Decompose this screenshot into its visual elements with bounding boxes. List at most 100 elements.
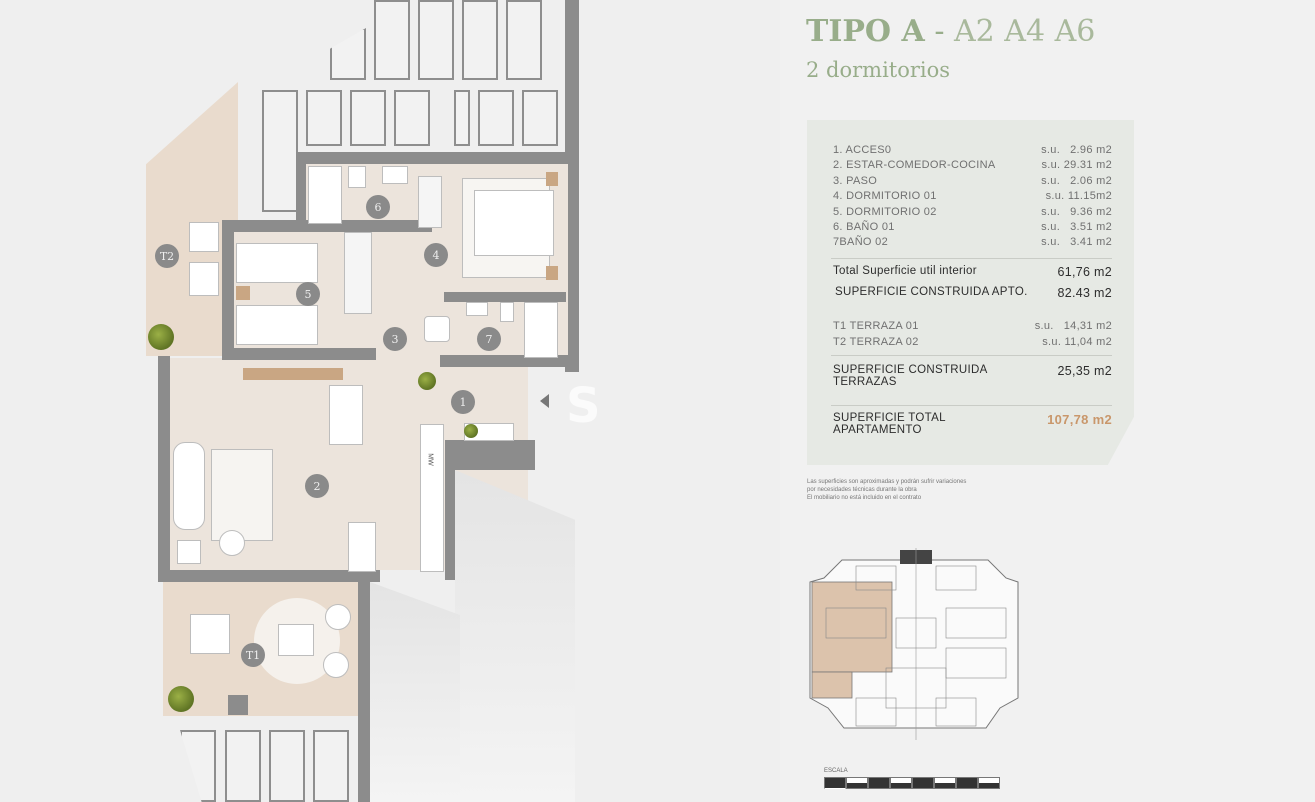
parking-slot bbox=[418, 0, 454, 80]
divider bbox=[831, 258, 1112, 259]
parking-slot bbox=[478, 90, 514, 146]
armchair bbox=[325, 604, 351, 630]
parking-slot bbox=[462, 0, 498, 80]
dining-table bbox=[329, 385, 363, 445]
exterior-wall bbox=[565, 0, 579, 372]
room-label: 7BAÑO 02 bbox=[833, 236, 888, 248]
sideboard bbox=[243, 368, 343, 380]
room-area: s.u. 3.51 m2 bbox=[1041, 221, 1112, 233]
single-bed bbox=[236, 243, 318, 283]
room-area: s.u. 2.06 m2 bbox=[1041, 175, 1112, 187]
parking-slot bbox=[262, 90, 298, 212]
room-area: s.u. 11.15m2 bbox=[1045, 190, 1112, 202]
nightstand bbox=[546, 266, 558, 280]
triangle-left-icon bbox=[540, 394, 549, 408]
room-label: 2. ESTAR-COMEDOR-COCINA bbox=[833, 159, 996, 171]
room-badge-4: 4 bbox=[424, 243, 448, 267]
single-bed bbox=[236, 305, 318, 345]
shower bbox=[524, 302, 558, 358]
room-row: 3. PASO s.u. 2.06 m2 bbox=[833, 175, 1112, 187]
plant-icon bbox=[148, 324, 174, 350]
room-area: s.u. 3.41 m2 bbox=[1041, 236, 1112, 248]
wall bbox=[296, 152, 306, 222]
side-table bbox=[177, 540, 201, 564]
parking-slot bbox=[394, 90, 430, 146]
wall bbox=[440, 355, 568, 367]
wall bbox=[158, 356, 170, 578]
terrace-table bbox=[190, 614, 230, 654]
divider bbox=[831, 405, 1112, 406]
parking-area-bottom bbox=[160, 720, 360, 802]
parking-slot bbox=[313, 730, 349, 802]
parking-slot bbox=[506, 0, 542, 80]
room-label: 3. PASO bbox=[833, 175, 878, 187]
room-badge-t2: T2 bbox=[155, 244, 179, 268]
room-badge-3: 3 bbox=[383, 327, 407, 351]
wall bbox=[222, 348, 376, 360]
type-label: TIPO A bbox=[806, 14, 925, 49]
wall bbox=[222, 220, 432, 232]
toilet bbox=[500, 302, 514, 322]
page-title: TIPO A - A2 A4 A6 bbox=[806, 14, 1095, 49]
wall bbox=[445, 440, 455, 580]
shower bbox=[308, 166, 342, 224]
room-area: s.u. 29.31 m2 bbox=[1041, 159, 1112, 171]
room-badge-7: 7 bbox=[477, 327, 501, 351]
plant-icon bbox=[418, 372, 436, 390]
watermark-logo: S bbox=[566, 378, 601, 434]
room-row: 7BAÑO 02 s.u. 3.41 m2 bbox=[833, 236, 1112, 248]
nightstand bbox=[236, 286, 250, 300]
kitchen-island bbox=[348, 522, 376, 572]
room-badge-5: 5 bbox=[296, 282, 320, 306]
wall bbox=[222, 220, 234, 360]
wall bbox=[445, 440, 535, 470]
parking-slot bbox=[350, 90, 386, 146]
room-row: 2. ESTAR-COMEDOR-COCINA s.u. 29.31 m2 bbox=[833, 159, 1112, 171]
room-badge-6: 6 bbox=[366, 195, 390, 219]
microwave-label: MW bbox=[426, 453, 434, 466]
armchair bbox=[323, 652, 349, 678]
armchair bbox=[219, 530, 245, 556]
wall bbox=[158, 570, 380, 582]
wardrobe bbox=[344, 232, 372, 314]
scale-graphic bbox=[824, 777, 1000, 789]
kitchen-counter bbox=[420, 424, 444, 572]
parking-slot bbox=[330, 28, 366, 80]
parking-slot bbox=[269, 730, 305, 802]
sink bbox=[466, 302, 488, 316]
double-bed bbox=[474, 190, 554, 256]
sofa bbox=[173, 442, 205, 530]
unit-list: A2 A4 A6 bbox=[954, 14, 1096, 49]
room-badge-2: 2 bbox=[305, 474, 329, 498]
lounger bbox=[189, 262, 219, 296]
disclaimer: Las superficies son aproximadas y podrán… bbox=[807, 479, 967, 501]
sink bbox=[382, 166, 408, 184]
plant-icon bbox=[168, 686, 194, 712]
nightstand bbox=[546, 172, 558, 186]
room-row: 1. ACCES0 s.u. 2.96 m2 bbox=[833, 144, 1112, 156]
toilet bbox=[348, 166, 366, 188]
parking-area-top bbox=[238, 0, 568, 212]
scale-bar: ESCALA bbox=[824, 768, 1000, 789]
divider bbox=[831, 355, 1112, 356]
parking-slot bbox=[225, 730, 261, 802]
parking-slot bbox=[180, 730, 216, 802]
room-label: 4. DORMITORIO 01 bbox=[833, 190, 937, 202]
rug bbox=[211, 449, 273, 541]
room-badge-1: 1 bbox=[451, 390, 475, 414]
wall bbox=[296, 152, 566, 164]
room-label: 1. ACCES0 bbox=[833, 144, 892, 156]
room-area: s.u. 2.96 m2 bbox=[1041, 144, 1112, 156]
wall bbox=[358, 580, 370, 802]
room-label: 6. BAÑO 01 bbox=[833, 221, 895, 233]
parking-slot bbox=[522, 90, 558, 146]
construida-apto-row: SUPERFICIE CONSTRUIDA APTO.82.43 m2 bbox=[835, 286, 1112, 300]
scale-label: ESCALA bbox=[824, 768, 848, 774]
room-label: 5. DORMITORIO 02 bbox=[833, 206, 937, 218]
parking-slot bbox=[306, 90, 342, 146]
